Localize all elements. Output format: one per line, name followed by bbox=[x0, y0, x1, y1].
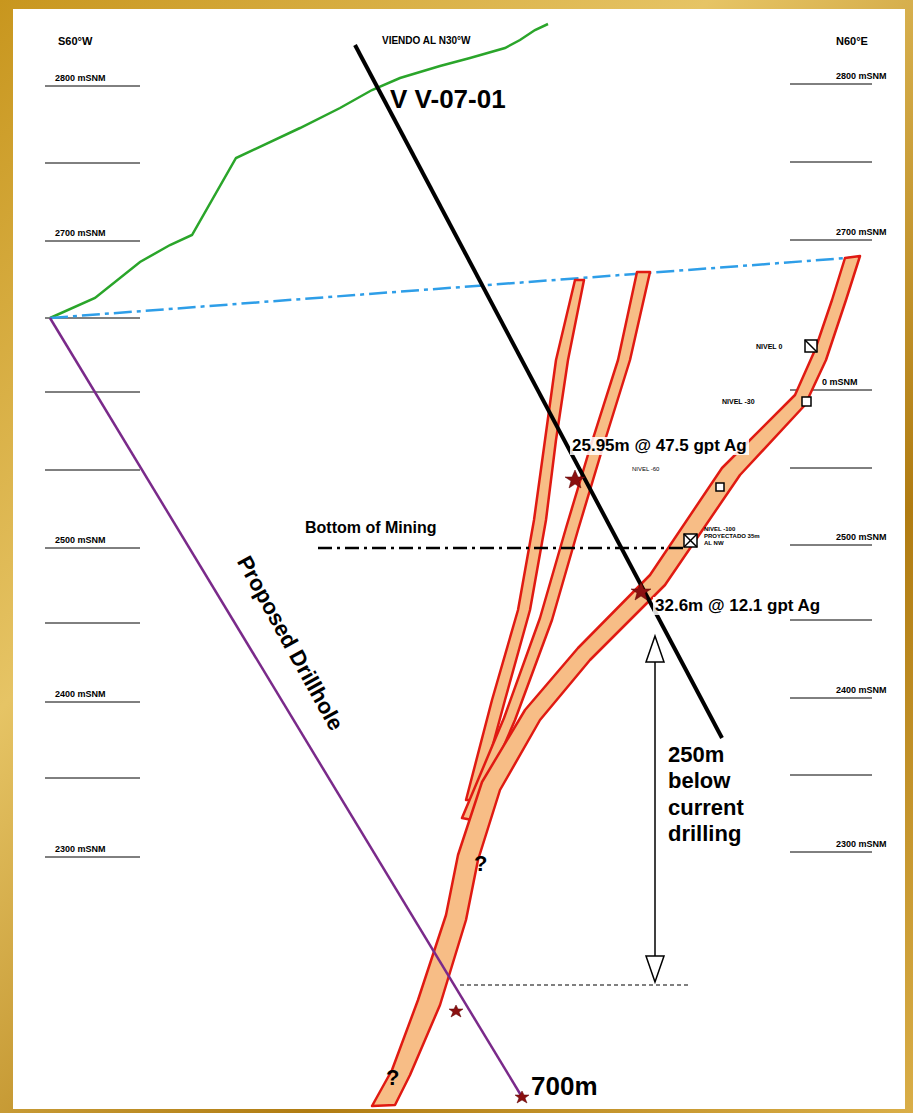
intercept-label: 32.6m @ 12.1 gpt Ag bbox=[653, 597, 822, 615]
direction-label: S60°W bbox=[58, 36, 92, 48]
elevation-label: 2300 mSNM bbox=[55, 845, 106, 854]
elevation-label: 2700 mSNM bbox=[55, 229, 106, 238]
level-label: NIVEL 0 bbox=[756, 343, 782, 350]
elevation-label: 2300 mSNM bbox=[836, 840, 887, 849]
level-label: NIVEL -60 bbox=[632, 466, 659, 472]
proposed-drillhole bbox=[50, 318, 522, 1097]
elevation-label: 2500 mSNM bbox=[836, 533, 887, 542]
intercept-stars bbox=[449, 470, 651, 1103]
level-label: NIVEL -100 PROYECTADO 35m AL NW bbox=[704, 526, 766, 547]
uncertain-mark: ? bbox=[474, 852, 487, 875]
dimension-250m bbox=[460, 636, 690, 985]
bottom-of-mining-line bbox=[318, 547, 684, 550]
bottom-of-mining-label: Bottom of Mining bbox=[305, 520, 437, 537]
white-panel: S60°W VIENDO AL N30°W N60°E 2800 mSNM 2700 m… bbox=[13, 9, 905, 1109]
direction-label: N60°E bbox=[836, 36, 868, 48]
drillhole-vv0701 bbox=[355, 45, 722, 738]
topography bbox=[50, 24, 548, 318]
uncertain-mark: ? bbox=[386, 1066, 399, 1089]
veins bbox=[372, 256, 860, 1106]
intercept-label: 25.95m @ 47.5 gpt Ag bbox=[570, 437, 749, 455]
elevation-label: 2500 mSNM bbox=[55, 536, 106, 545]
depth-label: 700m bbox=[531, 1073, 598, 1100]
cross-section bbox=[13, 9, 905, 1109]
elevation-label: 2800 mSNM bbox=[55, 74, 106, 83]
water-table bbox=[50, 257, 860, 318]
elevation-label: 2700 mSNM bbox=[836, 228, 887, 237]
elevation-label: 2800 mSNM bbox=[836, 72, 887, 81]
proposed-drillhole-label: Proposed Drillhole bbox=[233, 552, 348, 734]
view-direction-label: VIENDO AL N30°W bbox=[382, 36, 470, 47]
elevation-label: 2400 mSNM bbox=[836, 686, 887, 695]
elevation-ticks bbox=[45, 84, 872, 857]
dimension-label: 250m below current drilling bbox=[668, 742, 780, 848]
elevation-label: 2400 mSNM bbox=[55, 690, 106, 699]
elevation-label: 0 mSNM bbox=[822, 378, 858, 387]
level-label: NIVEL -30 bbox=[722, 398, 755, 405]
drillhole-label: V V-07-01 bbox=[390, 86, 506, 113]
